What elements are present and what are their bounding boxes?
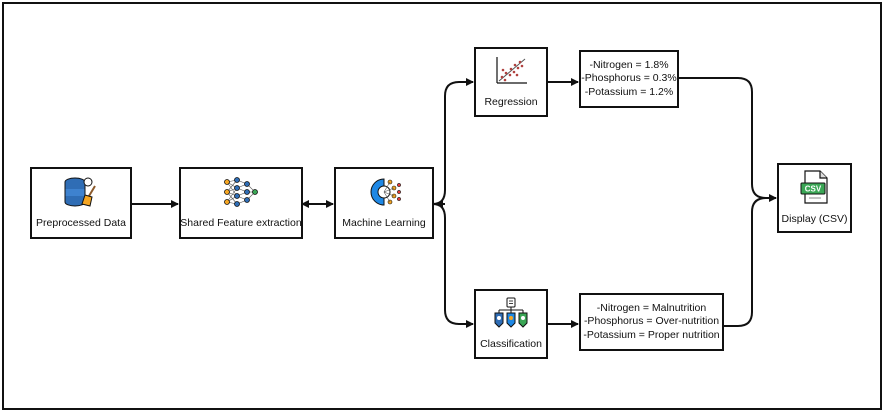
classification-output-box: -Nitrogen = Malnutrition -Phosphorus = O…	[579, 293, 724, 351]
neural-network-icon	[223, 176, 259, 213]
node-label: Classification	[480, 338, 542, 351]
node-regression: Regression	[474, 47, 548, 117]
gear-brain-icon	[366, 176, 402, 213]
regression-output-box: -Nitrogen = 1.8% -Phosphorus = 0.3% -Pot…	[579, 50, 679, 108]
arrow-regression-output-to-display	[678, 77, 777, 202]
node-label: Preprocessed Data	[36, 217, 126, 230]
hierarchy-icon	[493, 297, 529, 334]
database-broom-icon	[61, 176, 101, 213]
regression-output-line: -Potassium = 1.2%	[584, 85, 674, 98]
node-label: Shared Feature extraction	[180, 217, 302, 230]
csv-file-icon: CSV	[799, 170, 831, 209]
node-machine-learning: Machine Learning	[334, 167, 434, 239]
node-classification: Classification	[474, 289, 548, 359]
node-display-csv: CSV Display (CSV)	[777, 163, 852, 233]
regression-output-line: -Phosphorus = 0.3%	[581, 72, 677, 85]
classification-output-line: -Phosphorus = Over-nutrition	[583, 315, 720, 328]
classification-output-line: -Potassium = Proper nutrition	[583, 328, 720, 341]
node-preprocessed-data: Preprocessed Data	[30, 167, 132, 239]
node-label: Display (CSV)	[781, 213, 848, 226]
scatter-plot-icon	[493, 55, 529, 92]
arrow-ml-to-classification	[432, 203, 474, 328]
arrow-ml-to-regression	[432, 78, 474, 205]
arrow-classification-output-to-display	[723, 197, 767, 327]
node-shared-feature-extraction: Shared Feature extraction	[179, 167, 303, 239]
classification-output-line: -Nitrogen = Malnutrition	[596, 301, 707, 314]
node-label: Machine Learning	[342, 217, 426, 230]
node-label: Regression	[484, 96, 538, 109]
regression-output-line: -Nitrogen = 1.8%	[589, 58, 669, 71]
csv-badge-text: CSV	[804, 185, 821, 194]
